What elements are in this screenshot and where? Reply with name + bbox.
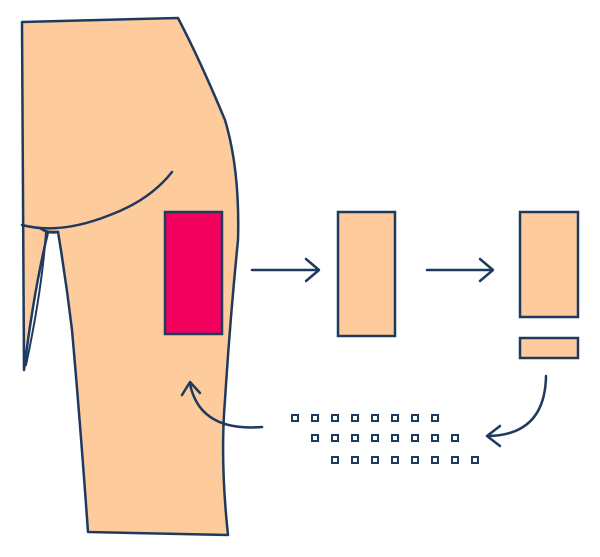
- cell-particle: [471, 456, 479, 464]
- inner-thigh-line: [38, 226, 60, 234]
- graft-section-small: [518, 336, 580, 360]
- dot-grid-icon: [291, 414, 479, 464]
- cell-particle: [331, 456, 339, 464]
- curved-arrow-icon: [485, 374, 548, 448]
- harvested-graft: [336, 210, 397, 338]
- cell-particle: [451, 456, 459, 464]
- cell-particle: [391, 434, 399, 442]
- leg-body: [20, 16, 240, 537]
- cell-particle: [431, 456, 439, 464]
- cell-particle: [411, 434, 419, 442]
- cell-particle: [431, 414, 439, 422]
- buttock-crease: [20, 170, 174, 230]
- cell-particle: [351, 414, 359, 422]
- cell-particle: [291, 414, 299, 422]
- cell-particle: [331, 434, 339, 442]
- cell-particle: [411, 456, 419, 464]
- leg-thigh-icon: [20, 16, 240, 537]
- cell-particle: [331, 414, 339, 422]
- cell-particle: [411, 414, 419, 422]
- arrow-right-icon: [425, 257, 495, 283]
- cell-particle: [351, 434, 359, 442]
- cell-particle: [351, 456, 359, 464]
- cell-particle: [431, 434, 439, 442]
- cell-particle: [451, 434, 459, 442]
- arrow-right-icon: [250, 257, 321, 283]
- cell-particle: [391, 414, 399, 422]
- split-skin-icon: [518, 210, 580, 360]
- cell-particle: [371, 456, 379, 464]
- inner-leg-line: [25, 231, 47, 366]
- cell-particle: [311, 414, 319, 422]
- cell-particle: [371, 414, 379, 422]
- cell-particle: [371, 434, 379, 442]
- cell-particle: [391, 456, 399, 464]
- curved-arrow-icon: [180, 380, 264, 429]
- graft-section-large: [518, 210, 580, 319]
- donor-graft-area: [163, 210, 224, 336]
- cell-particle: [311, 434, 319, 442]
